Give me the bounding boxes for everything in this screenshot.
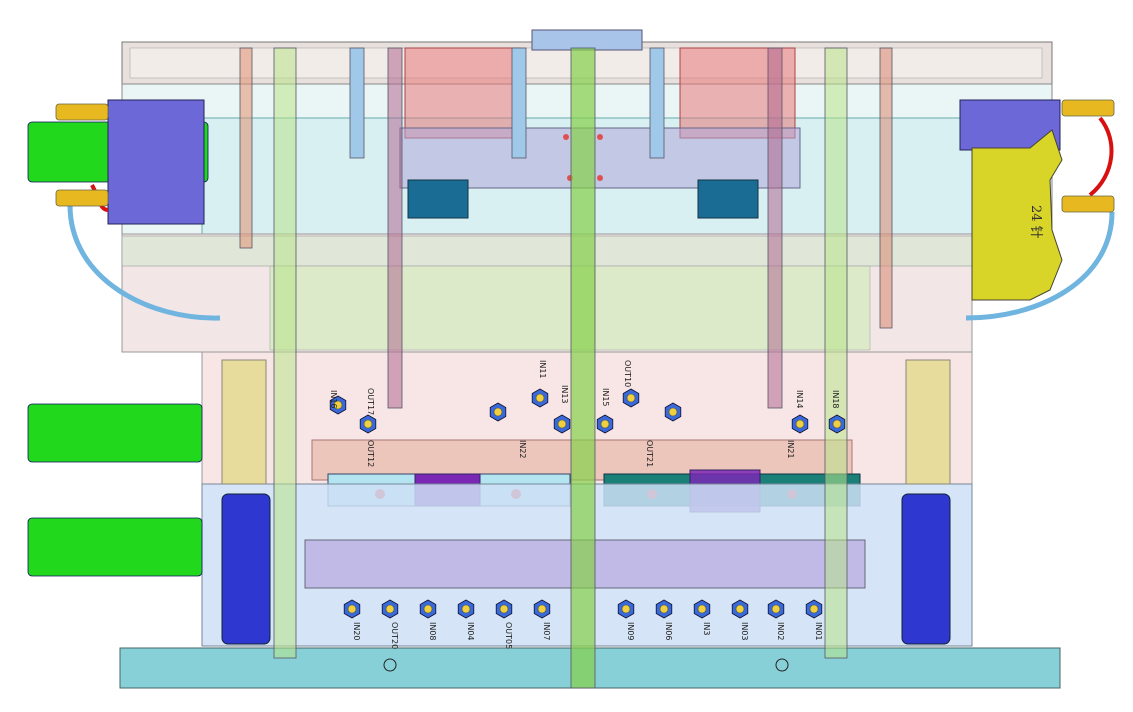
bottom-label-5: IN07 (542, 622, 551, 641)
hex-nut-bottom-2 (419, 599, 437, 619)
right-red-hose (1088, 116, 1114, 197)
hex-nut-bottom-9 (731, 599, 749, 619)
nozzle-right (697, 179, 759, 219)
bottom-bolt-left (383, 658, 397, 672)
label-in11: IN11 (538, 360, 547, 379)
hex-nut-bottom-4 (495, 599, 513, 619)
left-blue-hose (67, 204, 221, 321)
bottom-label-8: IN3 (702, 622, 711, 635)
hex-nuts-bottom (343, 599, 823, 619)
label-in15: IN15 (601, 388, 610, 407)
bottom-label-3: IN04 (466, 622, 475, 641)
hex-nut-top-9 (828, 414, 846, 434)
hex-nut-top-8 (791, 414, 809, 434)
hex-nut-top-7 (664, 402, 682, 422)
label-out17: OUT17 (366, 388, 375, 415)
bottom-label-10: IN02 (776, 622, 785, 641)
hex-nut-top-2 (489, 402, 507, 422)
bottom-label-6: IN09 (626, 622, 635, 641)
bottom-bolt-right (775, 658, 789, 672)
nozzle-left (407, 179, 469, 219)
bottom-label-0: IN20 (352, 622, 361, 641)
bottom-label-11: IN01 (814, 622, 823, 641)
green-hose-mid-left (27, 403, 203, 463)
top-cap (531, 29, 643, 51)
hex-nut-bottom-6 (617, 599, 635, 619)
runner-manifold-left (404, 47, 521, 139)
hex-nut-bottom-1 (381, 599, 399, 619)
bottom-label-9: IN03 (740, 622, 749, 641)
label-in21: IN21 (786, 440, 795, 459)
hex-nuts-top (329, 388, 846, 434)
hex-nut-bottom-0 (343, 599, 361, 619)
hex-nut-top-1 (359, 414, 377, 434)
hex-nut-bottom-11 (805, 599, 823, 619)
guide-pins (239, 47, 893, 689)
hex-nut-top-5 (596, 414, 614, 434)
bottom-label-7: IN06 (664, 622, 673, 641)
connector-label: 24 针 (1028, 205, 1043, 239)
hex-nut-top-3 (531, 388, 549, 408)
hex-nut-bottom-5 (533, 599, 551, 619)
bottom-label-1: OUT20 (390, 622, 399, 649)
right-connector (971, 129, 1063, 301)
label-in13: IN13 (560, 385, 569, 404)
bottom-labels: IN20 OUT20 IN08 IN04 OUT05 IN07 IN09 IN06 IN3 IN0… (352, 622, 823, 649)
label-out21: OUT21 (645, 440, 654, 467)
hex-nut-top-4 (553, 414, 571, 434)
blue-cylinder-right (901, 493, 951, 645)
label-out10: OUT10 (623, 360, 632, 387)
bottom-label-4: OUT05 (504, 622, 513, 649)
right-fittings (1061, 99, 1115, 213)
bottom-label-2: IN08 (428, 622, 437, 641)
spring-right (905, 359, 951, 485)
hex-nut-bottom-7 (655, 599, 673, 619)
label-in14: IN14 (795, 390, 804, 409)
left-fittings (55, 103, 109, 207)
label-in18: IN18 (831, 390, 840, 409)
blue-cylinder-left (221, 493, 271, 645)
hex-nut-top-6 (622, 388, 640, 408)
label-in22: IN22 (518, 440, 527, 459)
hex-nut-top-0 (329, 395, 347, 415)
left-water-manifold (107, 99, 205, 225)
right-blue-hose (965, 211, 1115, 321)
green-hose-low-left (27, 517, 203, 577)
label-out12: OUT12 (366, 440, 375, 467)
spring-left (221, 359, 267, 485)
hex-nut-bottom-10 (767, 599, 785, 619)
hex-nut-bottom-8 (693, 599, 711, 619)
hex-nut-bottom-3 (457, 599, 475, 619)
label-in16: IN16 (329, 390, 338, 409)
